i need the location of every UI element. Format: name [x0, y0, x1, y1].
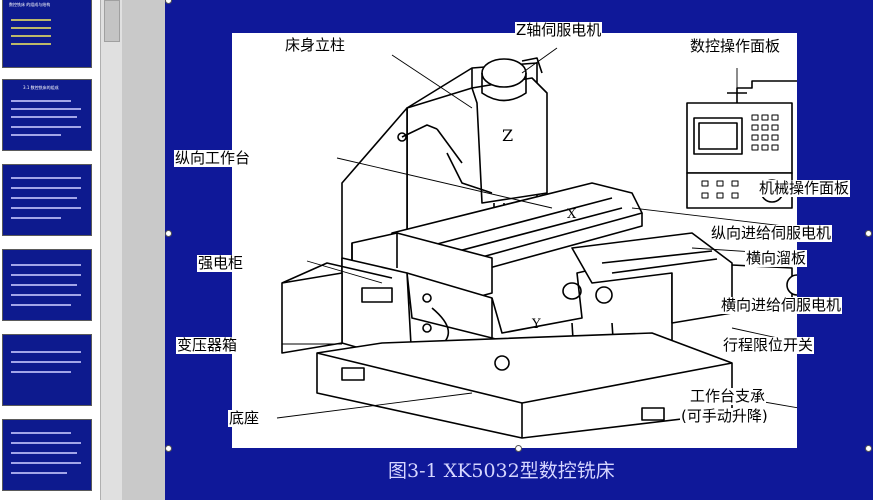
label-nc-panel: 数控操作面板 — [689, 37, 782, 55]
thumbnail-title: 数控铣床 的组成与结构 — [9, 2, 51, 7]
slide-editing-area: Z X — [122, 0, 873, 500]
machine-diagram-image[interactable]: Z X — [232, 33, 797, 448]
milling-machine-drawing: Z X — [276, 47, 797, 439]
label-cross-feed-servo: 横向进给伺服电机 — [720, 296, 843, 314]
slide-thumbnail-2[interactable]: 3.1 数控铣床的组成 — [2, 79, 92, 151]
slide-thumbnail-5[interactable] — [2, 334, 92, 406]
slide-canvas: Z X — [165, 0, 873, 500]
slide-thumbnail-1[interactable]: 数控铣床 的组成与结构 — [2, 0, 92, 68]
resize-handle[interactable] — [865, 445, 872, 452]
label-column: 床身立柱 — [284, 36, 347, 54]
label-cross-slide: 横向溜板 — [745, 249, 808, 267]
scrollbar-thumb[interactable] — [104, 0, 120, 42]
label-power-cabinet: 强电柜 — [197, 254, 245, 272]
resize-handle[interactable] — [165, 0, 172, 4]
label-limit-switch: 行程限位开关 — [722, 336, 815, 354]
slide-thumbnail-6[interactable] — [2, 419, 92, 491]
figure-caption: 图3-1 XK5032型数控铣床 — [388, 460, 615, 482]
resize-handle[interactable] — [165, 445, 172, 452]
slide-thumbnail-3[interactable] — [2, 164, 92, 236]
label-longitudinal-feed-servo: 纵向进给伺服电机 — [710, 224, 833, 242]
z-axis-mark: Z — [502, 126, 513, 145]
label-base: 底座 — [228, 409, 261, 427]
y-axis-mark: Y — [531, 317, 541, 332]
thumbnail-title: 3.1 数控铣床的组成 — [23, 85, 59, 90]
resize-handle[interactable] — [865, 230, 872, 237]
thumbnail-scrollbar[interactable] — [100, 0, 123, 500]
label-z-servo: Z轴伺服电机 — [515, 21, 603, 39]
resize-handle[interactable] — [515, 445, 522, 452]
label-table-support: 工作台支承 — [689, 387, 767, 405]
x-axis-mark: X — [567, 207, 577, 222]
label-transformer-box: 变压器箱 — [176, 336, 239, 354]
slide-thumbnail-4[interactable] — [2, 249, 92, 321]
label-table-support-note: (可手动升降) — [680, 407, 769, 425]
slide-thumbnail-pane: 数控铣床 的组成与结构 3.1 数控铣床的组成 — [0, 0, 101, 500]
label-mechanical-panel: 机械操作面板 — [758, 179, 851, 197]
label-longitudinal-table: 纵向工作台 — [174, 149, 252, 167]
resize-handle[interactable] — [165, 230, 172, 237]
